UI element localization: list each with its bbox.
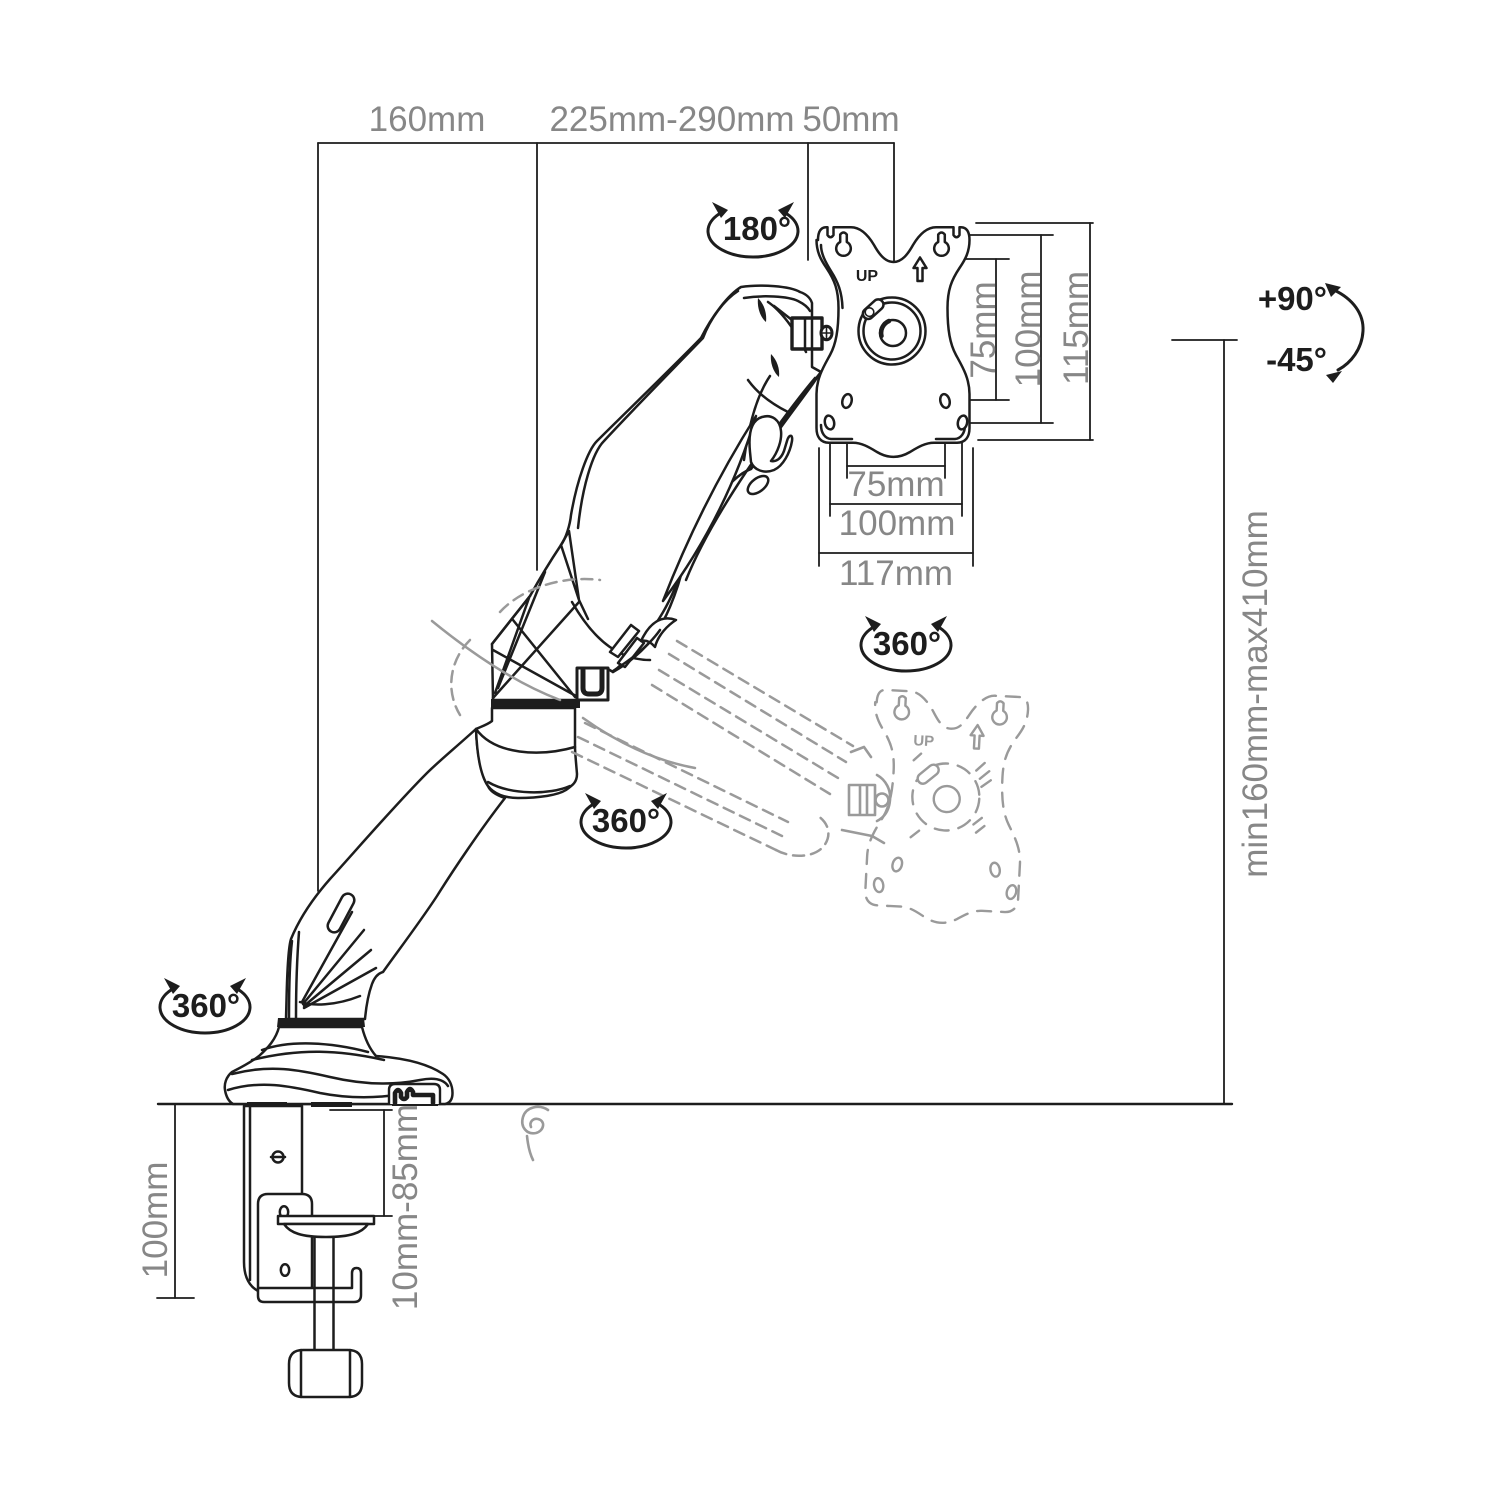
svg-text:180°: 180° [723,210,791,247]
svg-text:360°: 360° [873,625,941,662]
svg-text:10mm-85mm: 10mm-85mm [386,1104,425,1310]
svg-text:115mm: 115mm [1057,271,1096,385]
svg-text:100mm: 100mm [1009,271,1048,388]
svg-text:100mm: 100mm [839,504,956,543]
svg-text:360°: 360° [172,987,240,1024]
svg-text:50mm: 50mm [802,100,899,139]
svg-text:75mm: 75mm [847,465,944,504]
svg-text:225mm-290mm: 225mm-290mm [549,100,794,139]
svg-text:min160mm-max410mm: min160mm-max410mm [1236,510,1275,878]
svg-text:160mm: 160mm [369,100,486,139]
svg-text:100mm: 100mm [136,1162,175,1279]
svg-text:117mm: 117mm [839,554,953,593]
svg-text:75mm: 75mm [964,281,1003,378]
svg-text:+90°: +90° [1258,280,1327,317]
svg-text:360°: 360° [592,802,660,839]
svg-text:UP: UP [913,732,935,750]
svg-text:UP: UP [856,268,879,285]
svg-text:-45°: -45° [1266,341,1327,378]
